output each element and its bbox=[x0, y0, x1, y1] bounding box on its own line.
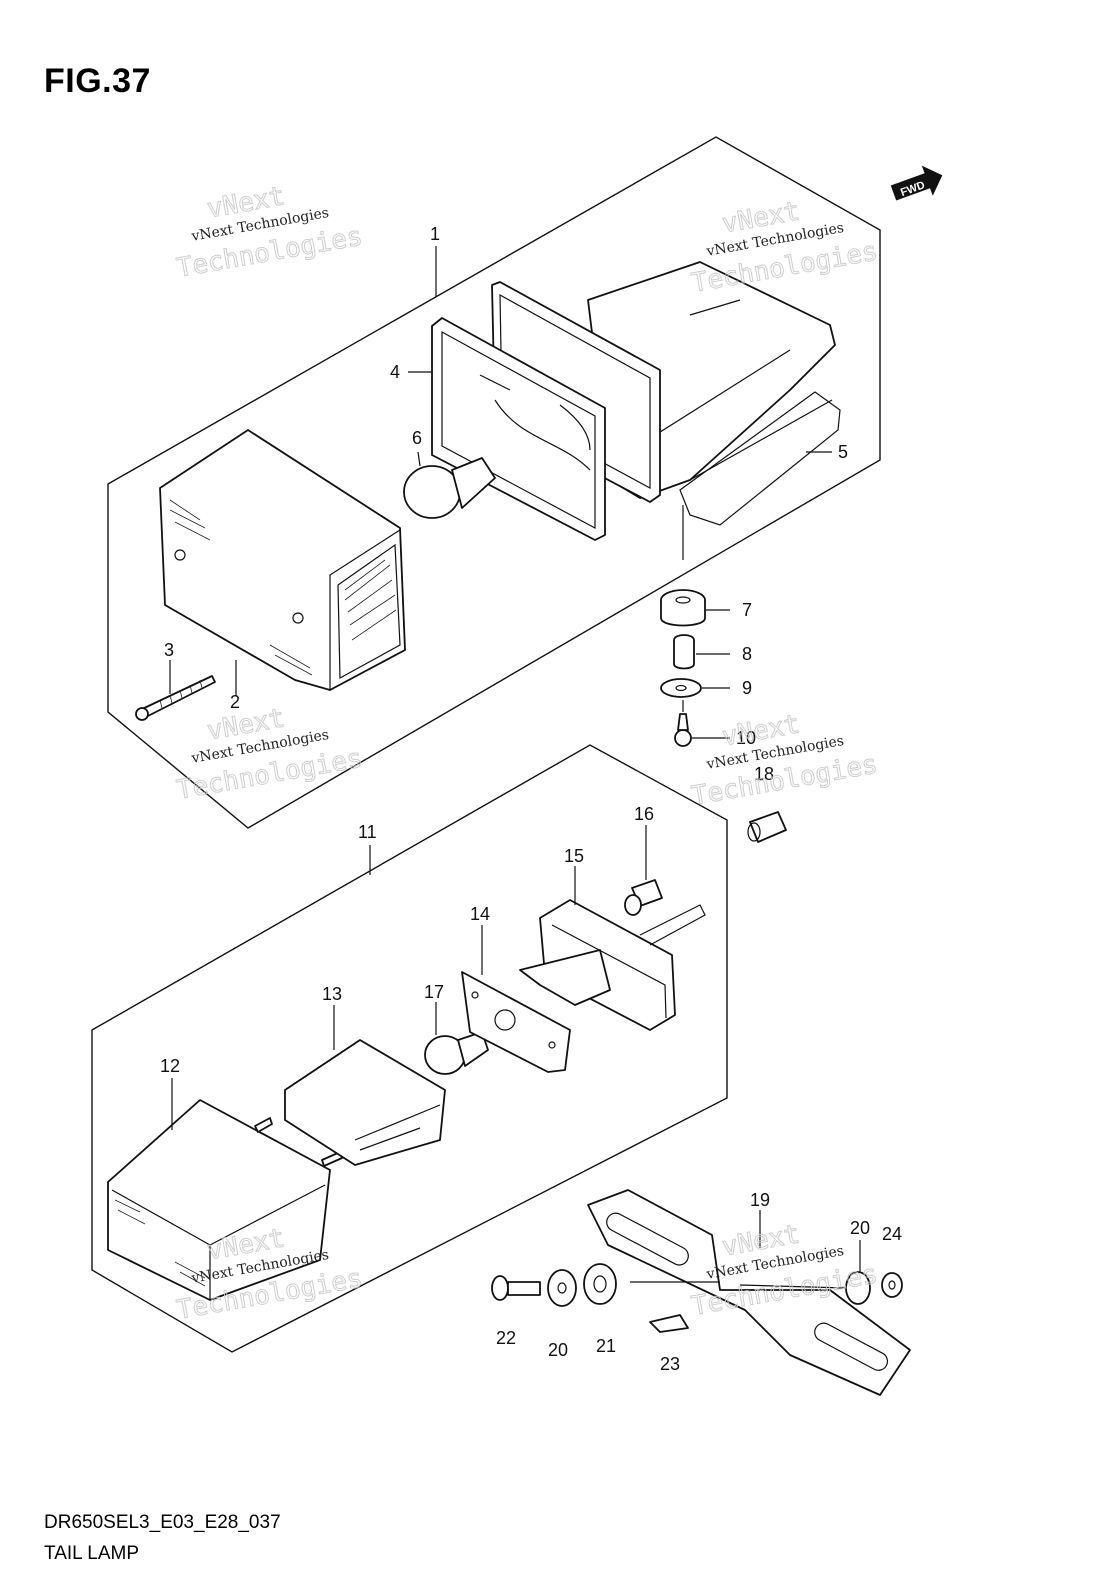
callout-18: 18 bbox=[754, 764, 774, 784]
callout-5: 5 bbox=[838, 442, 848, 462]
screw-part-10 bbox=[674, 713, 692, 747]
assembly-11-outline bbox=[91, 744, 728, 1353]
callout-7: 7 bbox=[742, 600, 752, 620]
callout-19: 19 bbox=[750, 1190, 770, 1210]
callout-13: 13 bbox=[322, 984, 342, 1004]
socket-plate-part-14 bbox=[461, 971, 571, 1073]
callout-22: 22 bbox=[496, 1328, 516, 1348]
figure-title: FIG.37 bbox=[44, 62, 151, 100]
grommet-part-21 bbox=[583, 1263, 617, 1305]
callout-11: 11 bbox=[358, 822, 377, 842]
callout-20-right: 20 bbox=[850, 1218, 870, 1238]
reflector-frame bbox=[431, 317, 606, 541]
callout-14: 14 bbox=[470, 904, 490, 924]
callout-6: 6 bbox=[412, 428, 422, 448]
washer-part-20-left bbox=[547, 1269, 577, 1307]
callout-20-left: 20 bbox=[548, 1340, 568, 1360]
watermark-top-right: vNext Technologies vNext Technologies bbox=[689, 196, 880, 299]
watermark-mid-right: vNext Technologies vNext Technologies bbox=[689, 709, 880, 812]
screw-part-3 bbox=[135, 675, 216, 721]
callout-9: 9 bbox=[742, 678, 752, 698]
callout-15: 15 bbox=[564, 846, 584, 866]
nut-part-23 bbox=[649, 1314, 689, 1333]
fwd-direction-badge: FWD bbox=[890, 165, 943, 201]
bulb-part-6 bbox=[403, 457, 496, 519]
callout-21: 21 bbox=[596, 1336, 616, 1356]
bolt-part-22 bbox=[491, 1275, 541, 1301]
callout-8: 8 bbox=[742, 644, 752, 664]
washer-part-20-right bbox=[845, 1271, 871, 1305]
spacer-part-18 bbox=[747, 811, 787, 843]
callout-17: 17 bbox=[424, 982, 444, 1002]
collar-part-8 bbox=[673, 634, 695, 670]
assembly-1-outline bbox=[107, 136, 881, 829]
lens-part-12 bbox=[107, 1099, 343, 1301]
callout-12: 12 bbox=[160, 1056, 180, 1076]
callout-2: 2 bbox=[230, 692, 240, 712]
figure-code: DR650SEL3_E03_E28_037 bbox=[44, 1512, 281, 1533]
callout-3: 3 bbox=[164, 640, 174, 660]
callout-24: 24 bbox=[882, 1224, 902, 1244]
watermark-top-left: vNext Technologies vNext Technologies bbox=[174, 181, 365, 284]
center-lines bbox=[630, 505, 846, 1289]
figure-name: TAIL LAMP bbox=[44, 1543, 140, 1564]
reflector-part-13 bbox=[284, 1039, 446, 1166]
callout-numbers: 1 2 3 4 5 6 7 8 9 10 18 11 12 13 14 15 1… bbox=[160, 224, 902, 1374]
bracket-part-19 bbox=[587, 1189, 911, 1396]
callout-10: 10 bbox=[736, 728, 756, 748]
callout-1: 1 bbox=[430, 224, 440, 244]
grommet-part-7 bbox=[660, 589, 706, 627]
callout-4: 4 bbox=[390, 362, 400, 382]
lens-part-2 bbox=[159, 429, 406, 691]
nut-part-24 bbox=[881, 1272, 903, 1298]
bolt-part-16 bbox=[624, 879, 663, 916]
socket-housing-part-15 bbox=[519, 899, 706, 1031]
bulb-part-17 bbox=[424, 1031, 489, 1075]
callout-16: 16 bbox=[634, 804, 654, 824]
washer-part-9 bbox=[660, 678, 702, 698]
leader-lines bbox=[169, 246, 861, 1272]
watermark-mid-left: vNext Technologies vNext Technologies bbox=[174, 703, 365, 806]
callout-23: 23 bbox=[660, 1354, 680, 1374]
